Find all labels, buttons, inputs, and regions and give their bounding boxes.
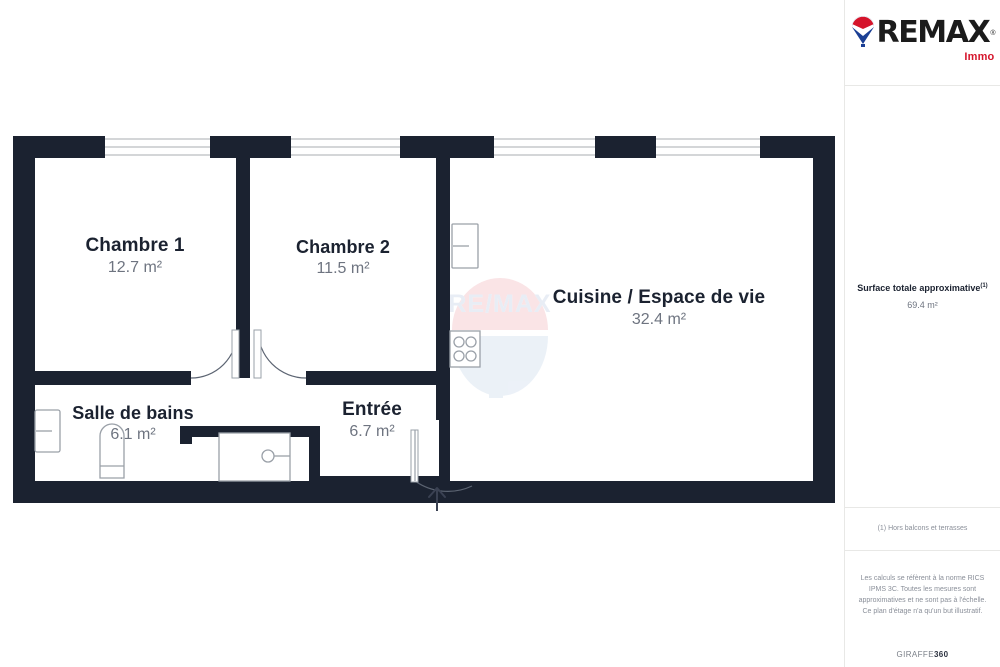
footnote-block: (1) Hors balcons et terrasses [845, 508, 1000, 550]
remax-balloon-icon [851, 16, 874, 47]
svg-text:RE/MAX: RE/MAX [448, 290, 551, 318]
total-surface-block: Surface totale approximative(1) 69.4 m² [845, 86, 1000, 507]
bathtub-fixture [34, 409, 61, 453]
fixtures [34, 223, 481, 482]
windows [105, 136, 760, 158]
cooktop-fixture [449, 330, 481, 368]
shower-fixture [218, 432, 291, 482]
window-chambre-2 [291, 136, 400, 158]
toilet-fixture [99, 423, 125, 479]
footnote-text: (1) Hors balcons et terrasses [877, 525, 968, 533]
floor-plan-canvas[interactable]: RE/MAX RE/MAX [0, 0, 844, 667]
sidebar-divider-legal [845, 550, 1000, 551]
svg-text:RE/MAX: RE/MAX [448, 290, 551, 318]
remax-sublabel: Immo [964, 51, 995, 63]
door-chambre-2 [253, 329, 307, 379]
trademark-symbol: ® [990, 29, 996, 37]
sidebar-divider-top [845, 85, 1000, 86]
window-cuisine-left [494, 136, 595, 158]
door-entree [410, 429, 473, 492]
total-surface-label-text: Surface totale approximative [857, 282, 981, 293]
total-surface-label: Surface totale approximative(1) [857, 283, 987, 294]
info-sidebar: REMAX ® Immo Surface totale approximativ… [844, 0, 1000, 667]
brand-suffix: 360 [933, 649, 949, 659]
brand-text: GIRAFFE360 [896, 650, 948, 659]
total-surface-value: 69.4 m² [907, 300, 938, 311]
door-chambre-1 [190, 329, 240, 379]
remax-logo[interactable]: REMAX ® Immo [845, 0, 1000, 85]
doors [190, 329, 473, 492]
legal-disclaimer-block: Les calculs se réfèrent à la norme RICS … [845, 551, 1000, 641]
window-chambre-1 [105, 136, 210, 158]
legal-disclaimer-text: Les calculs se réfèrent à la norme RICS … [858, 575, 987, 615]
floor-plan-drawing: RE/MAX RE/MAX [13, 136, 835, 511]
brand-prefix: GIRAFFE [896, 649, 934, 659]
remax-wordmark: REMAX [876, 15, 991, 50]
window-cuisine-right [656, 136, 760, 158]
kitchen-sink-fixture [451, 223, 479, 269]
entry-direction-arrow [428, 487, 446, 511]
sidebar-divider-footnote [845, 507, 1000, 508]
footnote-marker: (1) [980, 282, 988, 289]
giraffe360-brand: GIRAFFE360 [845, 641, 1000, 667]
walls [13, 136, 835, 503]
